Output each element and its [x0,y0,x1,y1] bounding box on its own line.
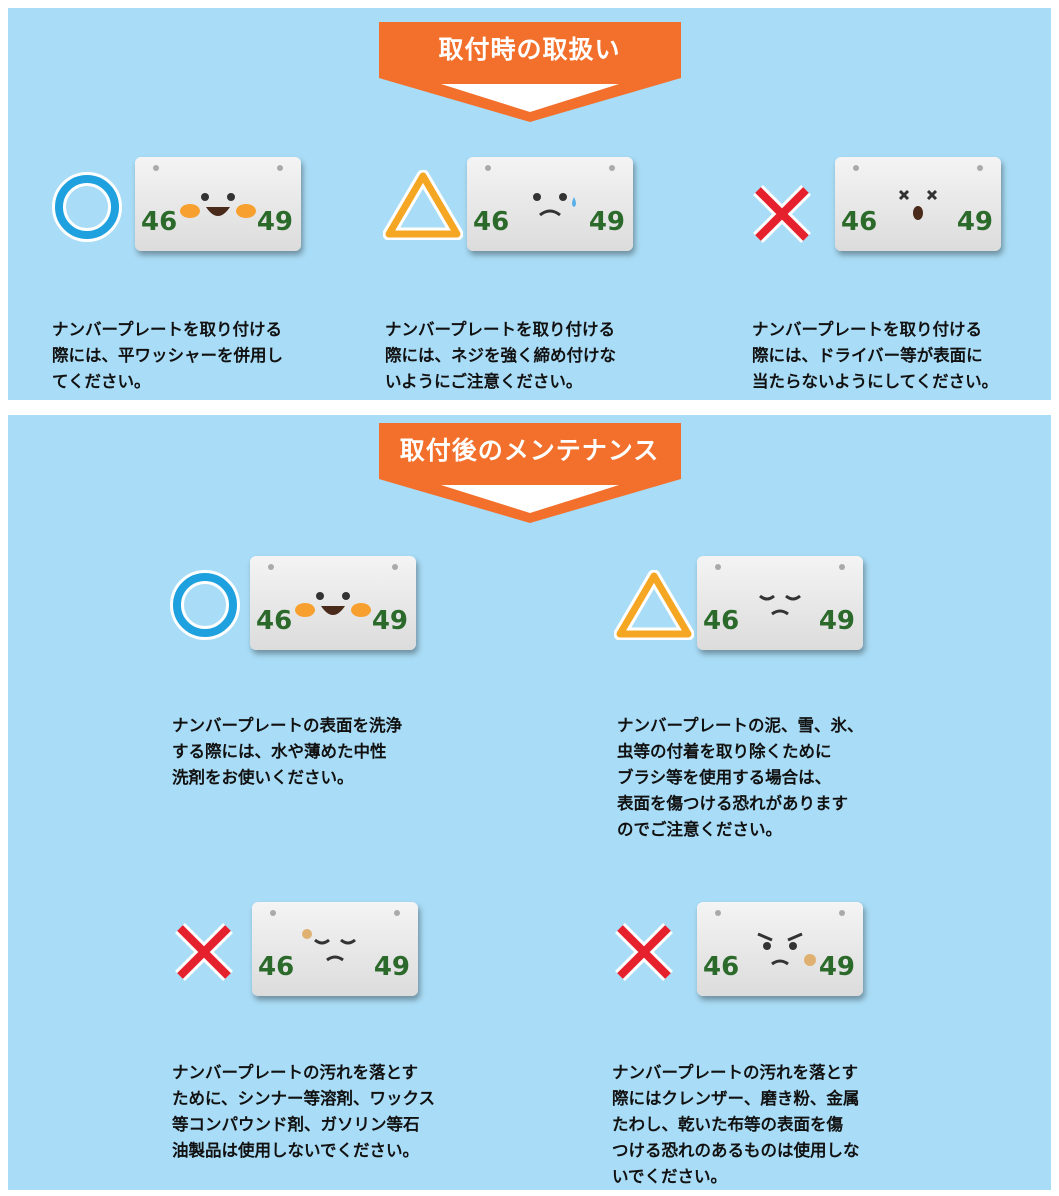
license-plate: 46 49 [135,157,301,251]
worried-face-icon [533,193,576,217]
banner-arrow-icon [378,78,681,122]
rating-symbol [170,570,240,644]
screw-hole [715,910,721,916]
instruction-text: ナンバープレートの表面を洗浄 する際には、水や薄めた中性 洗剤をお使いください。 [172,716,403,787]
instruction-text: ナンバープレートの泥、雪、氷、 虫等の付着を取り除くために ブラシ等を使用する場… [617,716,864,839]
instruction-text: ナンバープレートの汚れを落とす 際にはクレンザー、磨き粉、金属 たわし、乾いた布… [612,1063,860,1186]
screw-hole [839,564,845,570]
dizzy-face-icon [898,189,938,220]
ng-cross-icon [615,923,673,981]
license-plate: 46 49 [835,157,1001,251]
plate-number-left: 46 [256,606,293,636]
section-maintenance: 取付後のメンテナンス [8,415,1051,1190]
section-title: 取付時の取扱い [378,22,681,78]
plate-number-right: 49 [818,952,855,982]
license-plate: 46 49 [697,902,863,996]
screw-hole [268,564,274,570]
instruction-text: ナンバープレートを取り付ける 際には、ネジを強く締め付けな いようにご注意くださ… [385,320,616,391]
screw-hole [277,165,283,171]
instruction-text: ナンバープレートを取り付ける 際には、ドライバー等が表面に 当たらないようにして… [752,320,999,391]
rating-symbol [382,169,464,244]
screw-hole [853,165,859,171]
plate-number-right: 49 [588,207,625,237]
rating-symbol [613,569,695,644]
section-title: 取付後のメンテナンス [378,423,681,479]
caution-triangle-icon [613,569,695,641]
screw-hole [839,910,845,916]
screw-hole [153,165,159,171]
plate-number-left: 46 [703,952,740,982]
sleepy-face-icon [759,594,801,616]
license-plate: 46 49 [697,556,863,650]
license-plate: 46 49 [252,902,418,996]
rating-symbol [750,182,814,250]
plate-number-left: 46 [258,952,295,982]
plate-number-right: 49 [956,207,993,237]
caution-triangle-icon [382,169,464,241]
plate-number-right: 49 [818,606,855,636]
rating-symbol [52,172,122,246]
plate-number-left: 46 [473,207,510,237]
happy-face-icon [180,193,256,218]
instruction-text: ナンバープレートを取り付ける 際には、平ワッシャーを併用し てください。 [52,320,283,391]
screw-hole [609,165,615,171]
screw-hole [270,910,276,916]
license-plate: 46 49 [250,556,416,650]
rating-symbol [172,920,236,988]
license-plate: 46 49 [467,157,633,251]
plate-number-left: 46 [841,207,878,237]
screw-hole [715,564,721,570]
ok-circle-icon [52,172,122,242]
rating-symbol [612,920,676,988]
screw-hole [392,564,398,570]
section-banner: 取付後のメンテナンス [378,423,681,523]
happy-face-icon [295,592,371,617]
plate-number-right: 49 [371,606,408,636]
plate-number-right: 49 [256,207,293,237]
plate-number-left: 46 [141,207,178,237]
instruction-text: ナンバープレートの汚れを落とす ために、シンナー等溶剤、ワックス 等コンパウンド… [172,1063,436,1160]
screw-hole [977,165,983,171]
ng-cross-icon [753,185,811,243]
screw-hole [485,165,491,171]
plate-number-left: 46 [703,606,740,636]
plate-number-right: 49 [373,952,410,982]
sad-face-icon [302,929,356,962]
ng-cross-icon [175,923,233,981]
angry-face-icon [757,932,816,966]
section-banner: 取付時の取扱い [378,22,681,122]
screw-hole [394,910,400,916]
ok-circle-icon [170,570,240,640]
banner-arrow-icon [378,479,681,523]
